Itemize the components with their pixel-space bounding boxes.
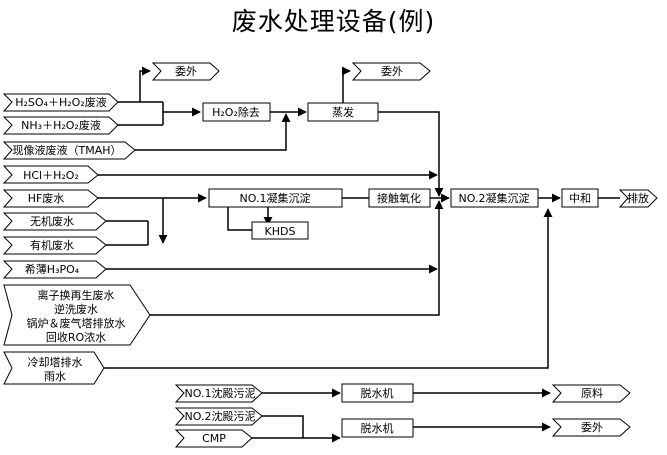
input-tag-hf: HF废水: [2, 189, 99, 208]
input-label-h2so4: H₂SO₄＋H₂O₂废液: [15, 95, 106, 109]
process-label-h2o2-removal: H₂O₂除去: [212, 105, 260, 119]
process-label-no2: NO.2凝集沉淀: [459, 191, 530, 205]
input-tag-organic: 有机废水: [2, 236, 107, 255]
process-label-evaporation: 蒸发: [332, 105, 354, 119]
process-label-dewater-1: 脱水机: [361, 386, 394, 400]
process-label-khds: KHDS: [265, 225, 296, 238]
output-tag-raw-material: 原料: [551, 384, 631, 403]
output-label-outsource-3: 委外: [581, 421, 603, 434]
output-tag-outsource-2: 委外: [351, 62, 431, 81]
input-label-ion-4: 回收RO浓水: [46, 330, 106, 344]
input-tag-ion-exchange-group: 离子换再生废水 逆洗废水 锅炉＆废气塔排放水 回收RO浓水: [3, 284, 151, 346]
input-label-nh3: NH₃＋H₂O₂废液: [21, 118, 101, 132]
process-label-contact-ox: 接触氧化: [377, 191, 421, 205]
input-label-organic: 有机废水: [30, 238, 74, 252]
output-label-outsource-1: 委外: [175, 65, 197, 78]
input-label-ion-3: 锅炉＆废气塔排放水: [27, 316, 126, 330]
sludge-label-no1: NO.1沈殿污泥: [185, 386, 256, 400]
input-label-h3po4: 希薄H₃PO₄: [25, 262, 80, 276]
sludge-tag-no1: NO.1沈殿污泥: [174, 384, 263, 403]
input-label-inorganic: 无机废水: [30, 214, 74, 228]
output-label-raw-material: 原料: [581, 386, 603, 400]
process-label-no1: NO.1凝集沉淀: [240, 191, 311, 205]
process-dewater-1: 脱水机: [341, 383, 414, 403]
input-tag-tmah: 现像液废液（TMAH）: [2, 141, 136, 160]
process-contact-oxidation: 接触氧化: [368, 188, 431, 208]
sludge-label-cmp: CMP: [202, 432, 226, 445]
process-khds: KHDS: [251, 221, 309, 240]
sludge-tag-cmp: CMP: [174, 429, 253, 448]
input-label-ion-2: 逆洗废水: [54, 302, 98, 316]
output-tag-outsource-1: 委外: [151, 62, 220, 81]
output-label-discharge: 排放: [627, 191, 649, 205]
input-label-tmah: 现像液废液（TMAH）: [12, 143, 121, 157]
input-label-ion-1: 离子换再生废水: [38, 288, 115, 302]
diagram-title: 废水处理设备(例): [231, 7, 436, 36]
process-evaporation: 蒸发: [307, 102, 379, 122]
process-h2o2-removal: H₂O₂除去: [202, 102, 271, 122]
process-label-neutralize: 中和: [569, 192, 591, 205]
input-tag-cooling-group: 冷却塔排水 雨水: [3, 351, 105, 385]
process-label-dewater-2: 脱水机: [361, 421, 394, 435]
process-no1-coagulation: NO.1凝集沉淀: [208, 188, 343, 208]
process-dewater-2: 脱水机: [341, 418, 414, 438]
input-label-rain: 雨水: [44, 370, 66, 383]
output-tag-discharge: 排放: [618, 189, 658, 208]
input-tag-hcl: HCl＋H₂O₂: [2, 165, 99, 184]
process-no2-coagulation: NO.2凝集沉淀: [450, 188, 539, 208]
output-tag-outsource-3: 委外: [551, 418, 631, 437]
connector-lines: [98, 66, 620, 443]
input-tag-h2so4: H₂SO₄＋H₂O₂废液: [2, 93, 119, 112]
input-label-hcl: HCl＋H₂O₂: [23, 169, 79, 182]
output-label-outsource-2: 委外: [381, 65, 403, 78]
input-tag-inorganic: 无机废水: [2, 212, 107, 231]
input-label-cooling: 冷却塔排水: [28, 355, 83, 369]
sludge-tag-no2: NO.2沈殿污泥: [174, 407, 263, 426]
input-label-hf: HF废水: [28, 191, 65, 205]
sludge-label-no2: NO.2沈殿污泥: [185, 409, 256, 423]
process-neutralize: 中和: [561, 188, 599, 208]
input-tag-nh3: NH₃＋H₂O₂废液: [2, 116, 119, 135]
input-tag-h3po4: 希薄H₃PO₄: [2, 260, 107, 279]
